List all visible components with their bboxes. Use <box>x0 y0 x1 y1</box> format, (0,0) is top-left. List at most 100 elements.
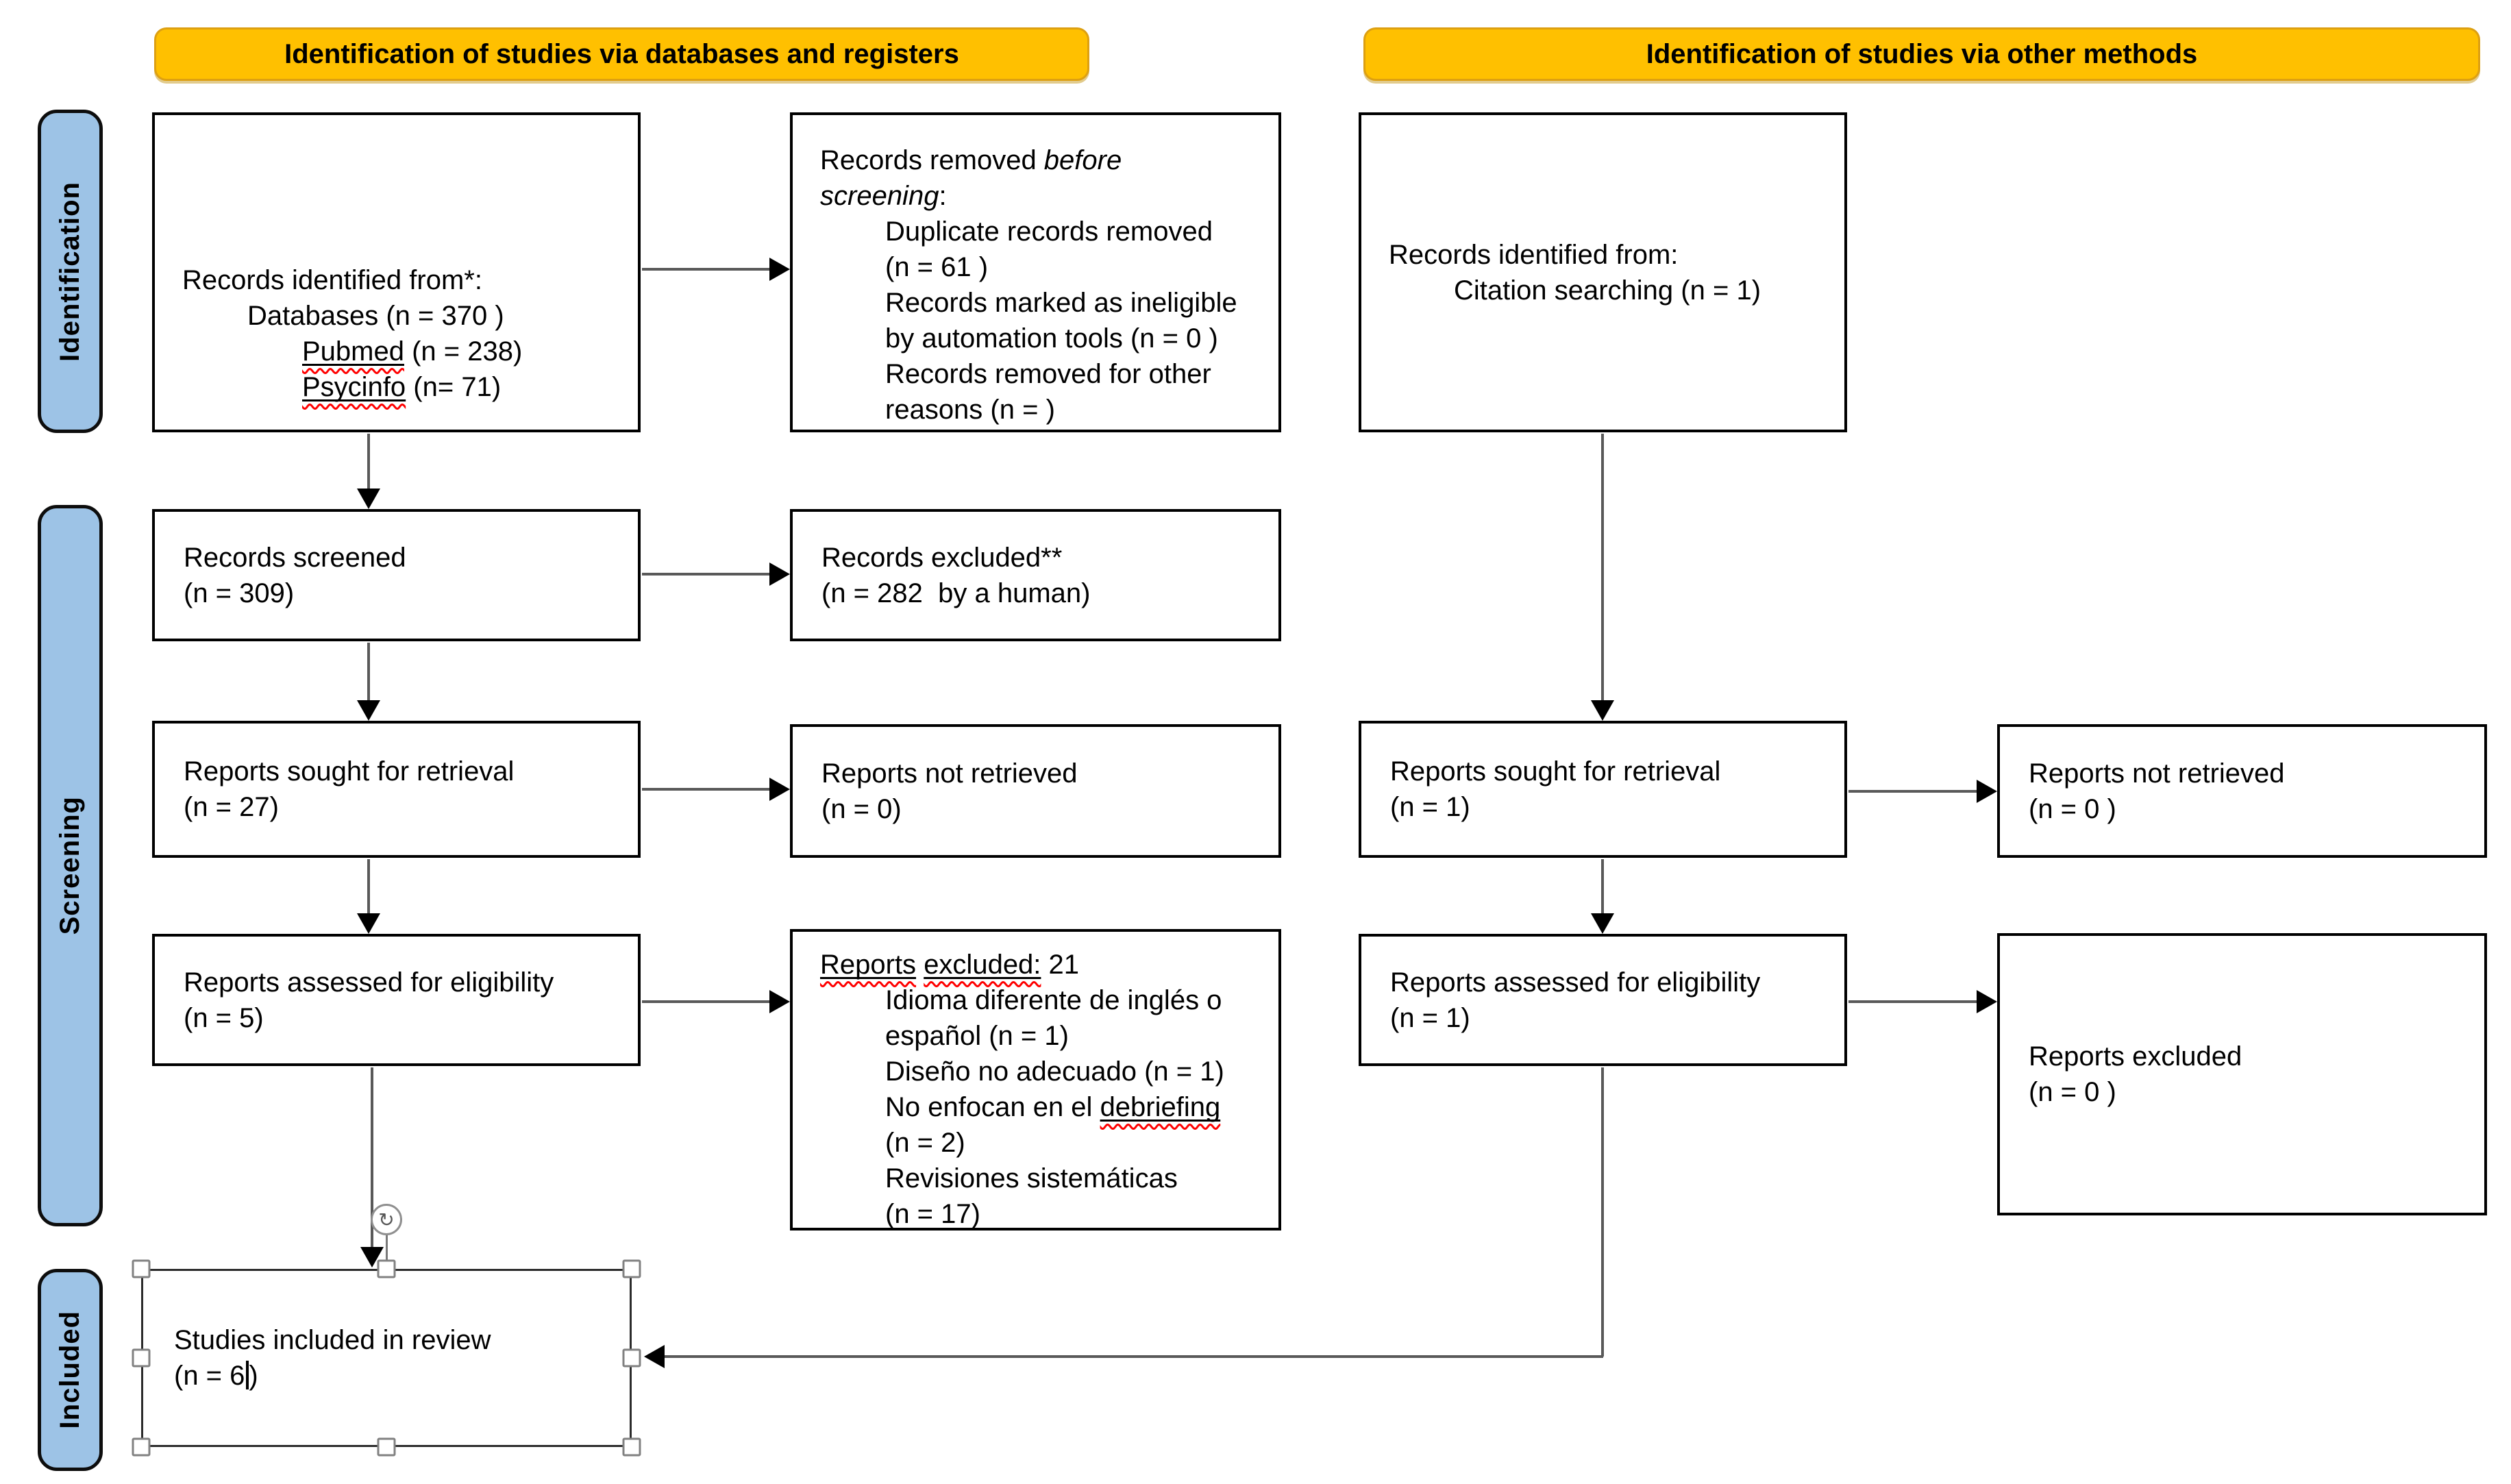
selection-handle-middle-right[interactable] <box>622 1348 641 1368</box>
reports-sought-other-line2: (n = 1) <box>1390 792 1470 822</box>
box-records-identified-other[interactable]: Records identified from: Citation search… <box>1359 112 1847 432</box>
reports-sought-db-line1: Reports sought for retrieval <box>184 756 515 787</box>
connector-screened-to-excluded <box>642 573 772 576</box>
reports-assessed-other-line2: (n = 1) <box>1390 1002 1470 1033</box>
stage-label-included[interactable]: Included <box>38 1269 103 1471</box>
reports-assessed-db-line2: (n = 5) <box>184 1002 264 1033</box>
reports-excluded-other-line2: (n = 0 ) <box>2029 1077 2116 1107</box>
stage-label-identification[interactable]: Identification <box>38 110 103 433</box>
reports-assessed-db-line1: Reports assessed for eligibility <box>184 967 554 998</box>
arrowhead-down-to-sought <box>357 700 380 721</box>
connector-assessed-to-excluded-21 <box>642 1000 772 1003</box>
connector-screened-to-sought <box>367 643 370 702</box>
box-records-excluded[interactable]: Records excluded** (n = 282 by a human) <box>790 509 1281 641</box>
records-removed-item: reasons (n = ) <box>885 395 1055 425</box>
connector-citation-to-sought <box>1601 434 1604 702</box>
arrowhead-down-to-assessed <box>357 913 380 934</box>
records-identified-pubmed: Pubmed (n = 238) <box>302 336 523 367</box>
connector-sought-to-assessed-other <box>1601 859 1604 915</box>
selection-handle-top-center[interactable] <box>377 1259 396 1278</box>
exclusion-reason: (n = 17) <box>885 1199 980 1229</box>
records-removed-item: Records marked as ineligible <box>885 288 1237 318</box>
reports-sought-db-line2: (n = 27) <box>184 792 279 822</box>
included-label: Included <box>55 1311 85 1429</box>
identification-label: Identification <box>55 181 85 362</box>
selection-handle-bottom-center[interactable] <box>377 1437 396 1457</box>
text-cursor <box>246 1361 249 1389</box>
reports-not-retrieved-other-line1: Reports not retrieved <box>2029 758 2285 789</box>
reports-sought-other-line1: Reports sought for retrieval <box>1390 756 1721 787</box>
reports-not-retrieved-other-line2: (n = 0 ) <box>2029 793 2116 824</box>
banner-databases-label: Identification of studies via databases … <box>284 38 959 69</box>
box-reports-excluded-21[interactable]: Reports excluded: 21 Idioma diferente de… <box>790 929 1281 1231</box>
arrowhead-right-to-not-retrieved-other <box>1977 780 1997 803</box>
records-identified-psycinfo: Psycinfo (n= 71) <box>302 372 502 402</box>
records-removed-item: by automation tools (n = 0 ) <box>885 323 1218 354</box>
records-screened-line2: (n = 309) <box>184 578 295 608</box>
connector-sought-to-not-retrieved-other <box>1848 790 1978 793</box>
arrowhead-down-to-assessed-other <box>1591 913 1614 934</box>
records-identified-other-line2: Citation searching (n = 1) <box>1454 275 1761 306</box>
box-reports-sought-other[interactable]: Reports sought for retrieval (n = 1) <box>1359 721 1847 858</box>
connector-sought-to-not-retrieved <box>642 788 772 791</box>
connector-assessed-to-included <box>371 1067 373 1250</box>
records-removed-item: Records removed for other <box>885 359 1211 389</box>
box-records-identified[interactable]: Records identified from*: Databases (n =… <box>152 112 641 432</box>
arrowhead-right-to-excluded-other <box>1977 990 1997 1013</box>
rotation-handle[interactable]: ↻ <box>371 1204 402 1235</box>
selection-handle-bottom-right[interactable] <box>622 1437 641 1457</box>
arrowhead-right-to-not-retrieved <box>769 778 790 801</box>
exclusion-reason: Idioma diferente de inglés o <box>885 985 1222 1015</box>
box-reports-sought-db[interactable]: Reports sought for retrieval (n = 27) <box>152 721 641 858</box>
arrowhead-right-to-excluded-21 <box>769 990 790 1013</box>
records-excluded-line1: Records excluded** <box>821 542 1063 573</box>
selection-handle-top-left[interactable] <box>132 1259 151 1278</box>
arrowhead-down-to-screened <box>357 489 380 509</box>
selection-handle-top-right[interactable] <box>622 1259 641 1278</box>
selection-handle-middle-left[interactable] <box>132 1348 151 1368</box>
box-reports-not-retrieved-other[interactable]: Reports not retrieved (n = 0 ) <box>1997 724 2487 858</box>
records-removed-item: Duplicate records removed <box>885 217 1213 247</box>
records-removed-line1: Records removed before <box>820 145 1122 175</box>
exclusion-reason: Diseño no adecuado (n = 1) <box>885 1056 1224 1087</box>
rotate-icon: ↻ <box>378 1208 395 1231</box>
reports-not-retrieved-db-line2: (n = 0) <box>821 793 902 824</box>
arrowhead-left-to-included <box>644 1345 665 1368</box>
connector-assessed-to-excluded-other <box>1848 1000 1978 1003</box>
exclusion-reason: No enfocan en el debriefing <box>885 1092 1221 1122</box>
reports-excluded-21-title: Reports excluded: 21 <box>820 950 1080 980</box>
exclusion-reason: español (n = 1) <box>885 1021 1069 1051</box>
connector-identified-to-screened <box>367 434 370 492</box>
records-removed-item: (n = 61 ) <box>885 252 989 282</box>
connector-identified-to-removed <box>642 268 772 271</box>
box-records-screened[interactable]: Records screened (n = 309) <box>152 509 641 641</box>
stage-label-screening[interactable]: Screening <box>38 505 103 1226</box>
rotation-handle-stem <box>386 1235 388 1269</box>
connector-sought-to-assessed <box>367 859 370 915</box>
box-studies-included[interactable]: Studies included in review (n = 6) <box>141 1269 632 1447</box>
reports-not-retrieved-db-line1: Reports not retrieved <box>821 758 1078 789</box>
selection-handle-bottom-left[interactable] <box>132 1437 151 1457</box>
records-identified-databases: Databases (n = 370 ) <box>247 301 504 331</box>
connector-assessed-other-down <box>1601 1067 1604 1357</box>
studies-included-line2: (n = 6) <box>174 1361 258 1391</box>
banner-databases-registers[interactable]: Identification of studies via databases … <box>154 27 1089 81</box>
records-excluded-line2: (n = 282 by a human) <box>821 578 1091 608</box>
reports-excluded-other-line1: Reports excluded <box>2029 1041 2242 1072</box>
records-removed-line2: screening: <box>820 181 947 211</box>
box-reports-not-retrieved-db[interactable]: Reports not retrieved (n = 0) <box>790 724 1281 858</box>
banner-other-methods[interactable]: Identification of studies via other meth… <box>1363 27 2480 81</box>
exclusion-reason: (n = 2) <box>885 1128 965 1158</box>
reports-assessed-other-line1: Reports assessed for eligibility <box>1390 967 1761 998</box>
arrowhead-down-to-sought-other <box>1591 700 1614 721</box>
studies-included-line1: Studies included in review <box>174 1325 491 1355</box>
box-records-removed[interactable]: Records removed before screening: Duplic… <box>790 112 1281 432</box>
arrowhead-right-to-removed <box>769 258 790 281</box>
box-reports-assessed-other[interactable]: Reports assessed for eligibility (n = 1) <box>1359 934 1847 1066</box>
arrowhead-right-to-excluded <box>769 562 790 586</box>
box-reports-assessed-db[interactable]: Reports assessed for eligibility (n = 5) <box>152 934 641 1066</box>
exclusion-reason: Revisiones sistemáticas <box>885 1163 1178 1194</box>
box-reports-excluded-other[interactable]: Reports excluded (n = 0 ) <box>1997 933 2487 1215</box>
records-screened-line1: Records screened <box>184 542 406 573</box>
